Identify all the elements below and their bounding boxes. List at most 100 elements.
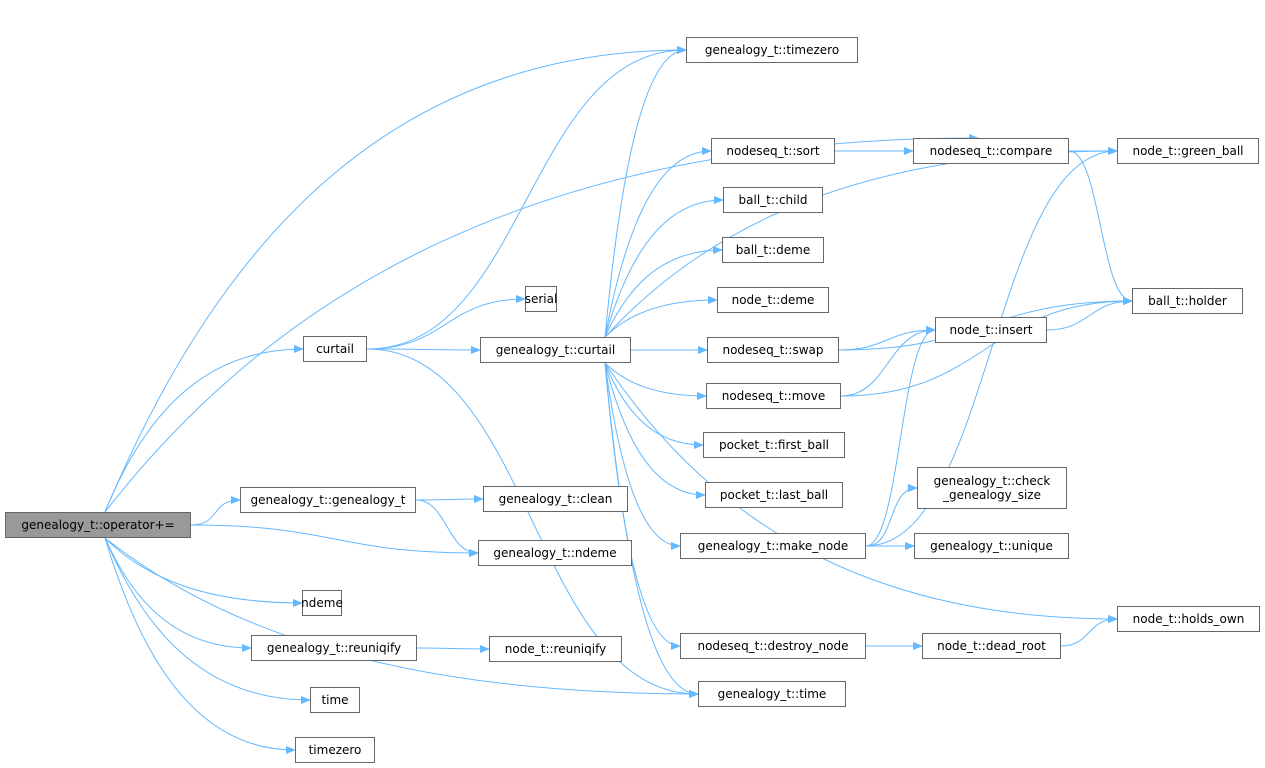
graph-node-ndeme[interactable]: ndeme <box>301 590 343 616</box>
graph-node-last[interactable]: pocket_t::last_ball <box>705 482 843 508</box>
graph-node-time[interactable]: time <box>310 687 360 713</box>
graph-node-gclean[interactable]: genealogy_t::clean <box>483 486 628 512</box>
graph-node-destroy[interactable]: nodeseq_t::destroy_node <box>680 633 866 659</box>
graph-node-bdeme[interactable]: ball_t::deme <box>722 237 824 263</box>
graph-node-holds[interactable]: node_t::holds_own <box>1117 606 1260 632</box>
graph-node-sort[interactable]: nodeseq_t::sort <box>711 138 835 164</box>
edge-curtail-to-gcurtail <box>366 345 481 354</box>
node-label: genealogy_t::curtail <box>495 343 616 357</box>
edge-gctor-to-gclean <box>415 495 484 504</box>
graph-node-unique[interactable]: genealogy_t::unique <box>914 533 1069 559</box>
edge-gcurtail-to-last <box>604 362 706 499</box>
node-label: node_t::deme <box>731 293 815 307</box>
edge-curtail-to-gtimezero <box>366 46 687 350</box>
graph-node-op[interactable]: genealogy_t::operator+= <box>5 512 191 538</box>
edge-gcurtail-to-first <box>604 362 704 449</box>
edge-curtail-to-gtime <box>366 348 699 698</box>
node-label: genealogy_t::make_node <box>697 539 849 553</box>
edge-make-to-insert <box>865 326 936 547</box>
node-label: nodeseq_t::destroy_node <box>697 639 849 653</box>
node-label: ball_t::child <box>738 193 808 207</box>
graph-node-gtime[interactable]: genealogy_t::time <box>698 681 846 707</box>
node-label: timezero <box>308 743 362 757</box>
graph-node-insert[interactable]: node_t::insert <box>935 317 1047 343</box>
graph-node-holder[interactable]: ball_t::holder <box>1132 288 1243 314</box>
node-label: pocket_t::last_ball <box>719 488 829 502</box>
node-label: genealogy_t::timezero <box>704 43 840 57</box>
graph-node-greuniq[interactable]: genealogy_t::reuniqify <box>251 635 417 661</box>
graph-node-gcurtail[interactable]: genealogy_t::curtail <box>480 337 631 363</box>
edge-gcurtail-to-ndeme2 <box>604 296 718 338</box>
graph-node-move[interactable]: nodeseq_t::move <box>706 383 841 409</box>
edge-gcurtail-to-sort <box>604 147 712 338</box>
graph-node-timezero[interactable]: timezero <box>295 737 375 763</box>
graph-node-gtimezero[interactable]: genealogy_t::timezero <box>686 37 858 63</box>
node-label: genealogy_t::unique <box>930 539 1053 553</box>
edge-gcurtail-to-make <box>604 362 681 550</box>
graph-node-first[interactable]: pocket_t::first_ball <box>703 432 845 458</box>
edge-make-to-green <box>865 147 1118 547</box>
node-label: pocket_t::first_ball <box>718 438 830 452</box>
node-label: nodeseq_t::move <box>721 389 826 403</box>
edge-make-to-check <box>865 484 918 547</box>
edge-move-to-insert <box>840 326 936 397</box>
graph-node-green[interactable]: node_t::green_ball <box>1117 138 1259 164</box>
graph-node-compare[interactable]: nodeseq_t::compare <box>913 138 1069 164</box>
graph-node-check[interactable]: genealogy_t::check _genealogy_size <box>917 467 1067 509</box>
node-label: nodeseq_t::sort <box>726 144 820 158</box>
node-label: node_t::reuniqify <box>504 642 607 656</box>
node-label: genealogy_t::check _genealogy_size <box>933 474 1051 502</box>
graph-node-swap[interactable]: nodeseq_t::swap <box>707 337 839 363</box>
edge-gcurtail-to-green <box>604 147 1118 338</box>
edge-gcurtail-to-gtimezero <box>604 46 687 338</box>
graph-node-gctor[interactable]: genealogy_t::genealogy_t <box>240 487 416 513</box>
graph-node-nreuniq[interactable]: node_t::reuniqify <box>489 636 622 662</box>
edge-op-to-greuniq <box>104 537 252 652</box>
edge-op-to-gctor <box>190 496 241 526</box>
node-label: node_t::insert <box>949 323 1033 337</box>
node-label: ball_t::deme <box>735 243 811 257</box>
edge-gcurtail-to-move <box>604 362 707 400</box>
graph-node-make[interactable]: genealogy_t::make_node <box>680 533 866 559</box>
node-label: ndeme <box>301 596 343 610</box>
edge-greuniq-to-nreuniq <box>416 644 490 653</box>
node-label: curtail <box>316 342 354 356</box>
node-label: ball_t::holder <box>1148 294 1227 308</box>
edge-gcurtail-to-bchild <box>604 196 724 338</box>
edge-compare-to-holder <box>1068 150 1133 305</box>
node-label: nodeseq_t::compare <box>929 144 1053 158</box>
edge-move-to-holder <box>840 297 1133 397</box>
node-label: genealogy_t::time <box>717 687 827 701</box>
node-label: genealogy_t::reuniqify <box>266 641 402 655</box>
graph-node-curtail[interactable]: curtail <box>303 336 367 362</box>
graph-node-dead[interactable]: node_t::dead_root <box>922 633 1061 659</box>
edge-op-to-ndeme <box>104 537 303 607</box>
edge-gcurtail-to-bdeme <box>604 246 723 338</box>
node-label: genealogy_t::clean <box>498 492 613 506</box>
graph-node-serial[interactable]: serial <box>525 286 557 312</box>
node-label: serial <box>524 292 558 306</box>
node-label: genealogy_t::ndeme <box>493 546 617 560</box>
edge-op-to-time <box>104 537 311 704</box>
graph-node-gndeme[interactable]: genealogy_t::ndeme <box>478 540 632 566</box>
graph-node-ndeme2[interactable]: node_t::deme <box>717 287 829 313</box>
edge-gctor-to-gndeme <box>415 499 479 557</box>
edge-curtail-to-serial <box>366 295 526 350</box>
edge-op-to-gndeme <box>190 524 479 557</box>
node-label: genealogy_t::operator+= <box>21 518 175 532</box>
graph-node-bchild[interactable]: ball_t::child <box>723 187 823 213</box>
node-label: node_t::holds_own <box>1132 612 1245 626</box>
node-label: node_t::dead_root <box>937 639 1046 653</box>
edge-op-to-compare <box>104 134 979 513</box>
node-label: nodeseq_t::swap <box>722 343 824 357</box>
node-label: genealogy_t::genealogy_t <box>250 493 406 507</box>
edge-swap-to-insert <box>838 326 936 351</box>
edge-op-to-timezero <box>104 537 296 754</box>
node-label: node_t::green_ball <box>1132 144 1244 158</box>
edge-op-to-curtail <box>104 345 304 513</box>
node-label: time <box>321 693 349 707</box>
edge-op-to-gtimezero <box>104 46 687 513</box>
edge-insert-to-holder <box>1046 297 1133 331</box>
